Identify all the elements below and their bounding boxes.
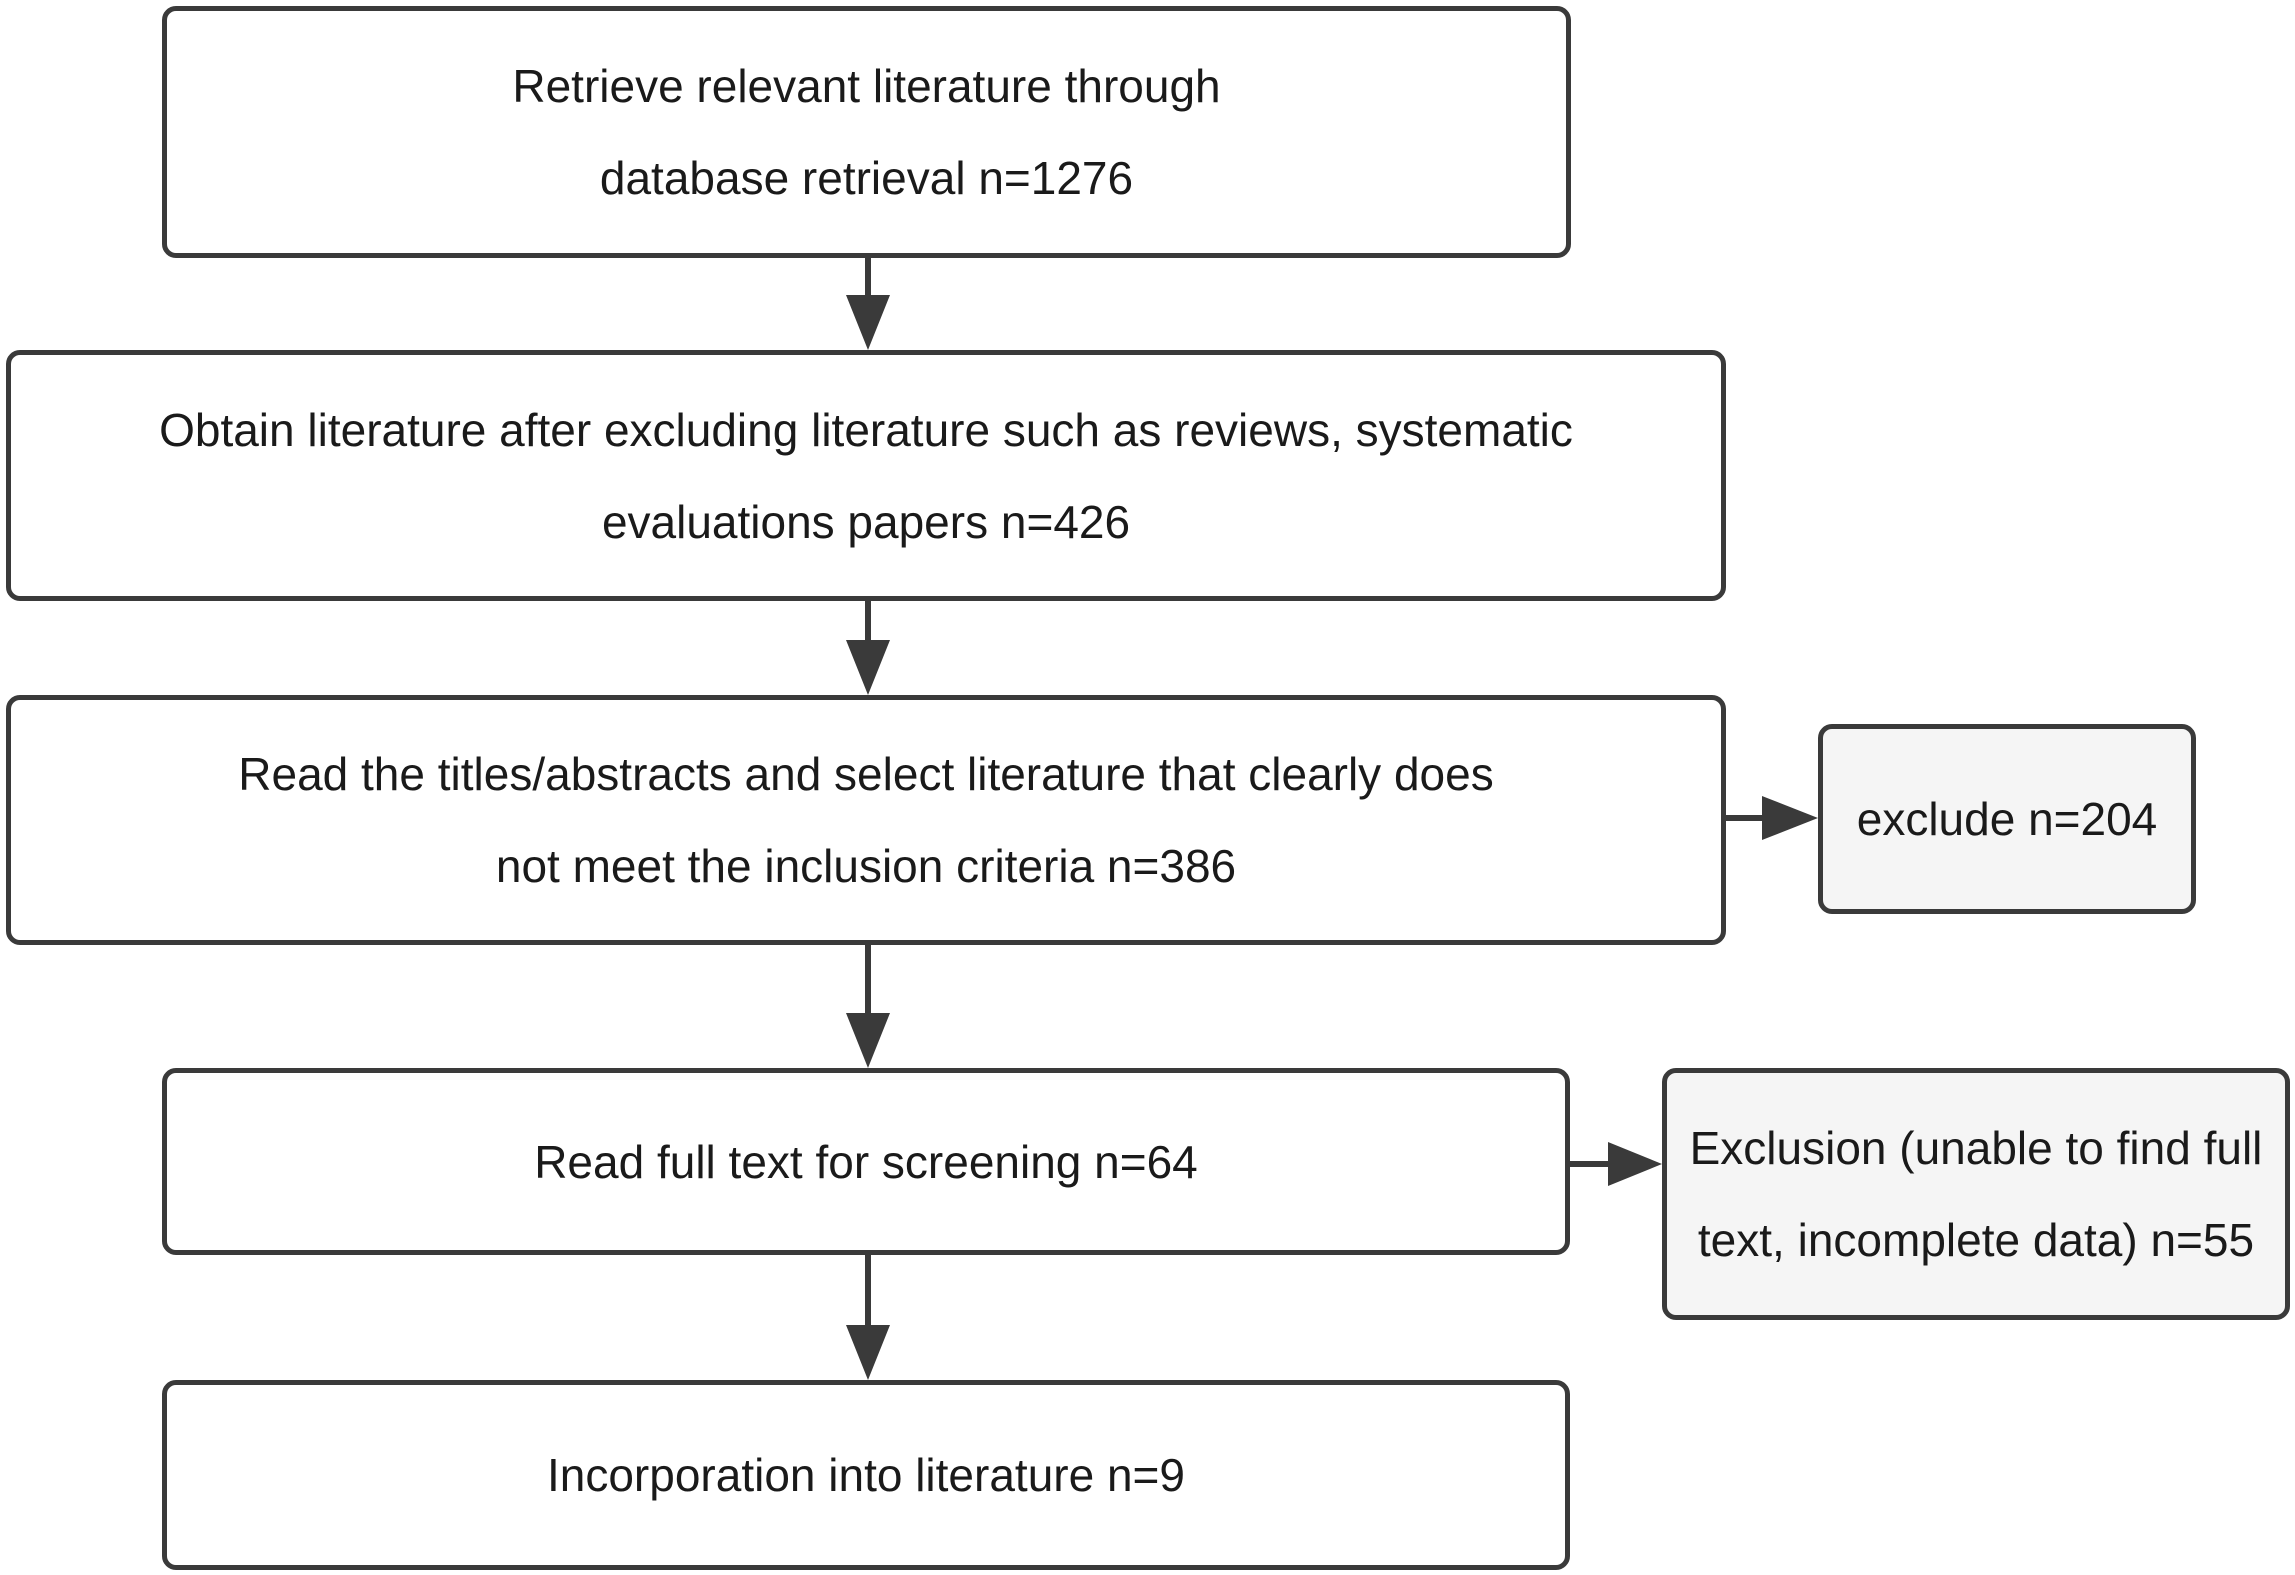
step-incorporation-box: Incorporation into literature n=9 [162,1380,1570,1570]
connector-full-text-to-incorporation [846,1255,890,1380]
step-read-titles-line-2: not meet the inclusion criteria n=386 [495,840,1237,892]
step-incorporation-line-1: Incorporation into literature n=9 [546,1449,1185,1501]
step-read-titles-box: Read the titles/abstracts and select lit… [6,695,1726,945]
connector-read-titles-to-exclude-204 [1726,796,1818,840]
connector-read-titles-to-full-text [846,945,890,1068]
exclusion-55-box: Exclusion (unable to find full text, inc… [1662,1068,2290,1320]
exclusion-204-line-1: exclude n=204 [1856,793,2158,845]
exclusion-204-box: exclude n=204 [1818,724,2196,914]
connector-full-text-to-exclude-55 [1570,1142,1662,1186]
step-retrieve-line-2: database retrieval n=1276 [599,152,1134,204]
exclusion-55-line-1: Exclusion (unable to find full [1689,1122,2263,1174]
connector-retrieve-to-obtain [846,258,890,350]
step-obtain-line-2: evaluations papers n=426 [601,495,1131,548]
step-full-text-box: Read full text for screening n=64 [162,1068,1570,1255]
step-obtain-line-1: Obtain literature after excluding litera… [159,403,1573,456]
step-obtain-box: Obtain literature after excluding litera… [6,350,1726,601]
step-retrieve-line-1: Retrieve relevant literature through [512,60,1221,112]
step-full-text-line-1: Read full text for screening n=64 [534,1135,1198,1188]
step-read-titles-line-1: Read the titles/abstracts and select lit… [238,748,1494,800]
step-retrieve-box: Retrieve relevant literature through dat… [162,6,1571,258]
exclusion-55-line-2: text, incomplete data) n=55 [1697,1214,2255,1266]
connector-obtain-to-read-titles [846,601,890,695]
